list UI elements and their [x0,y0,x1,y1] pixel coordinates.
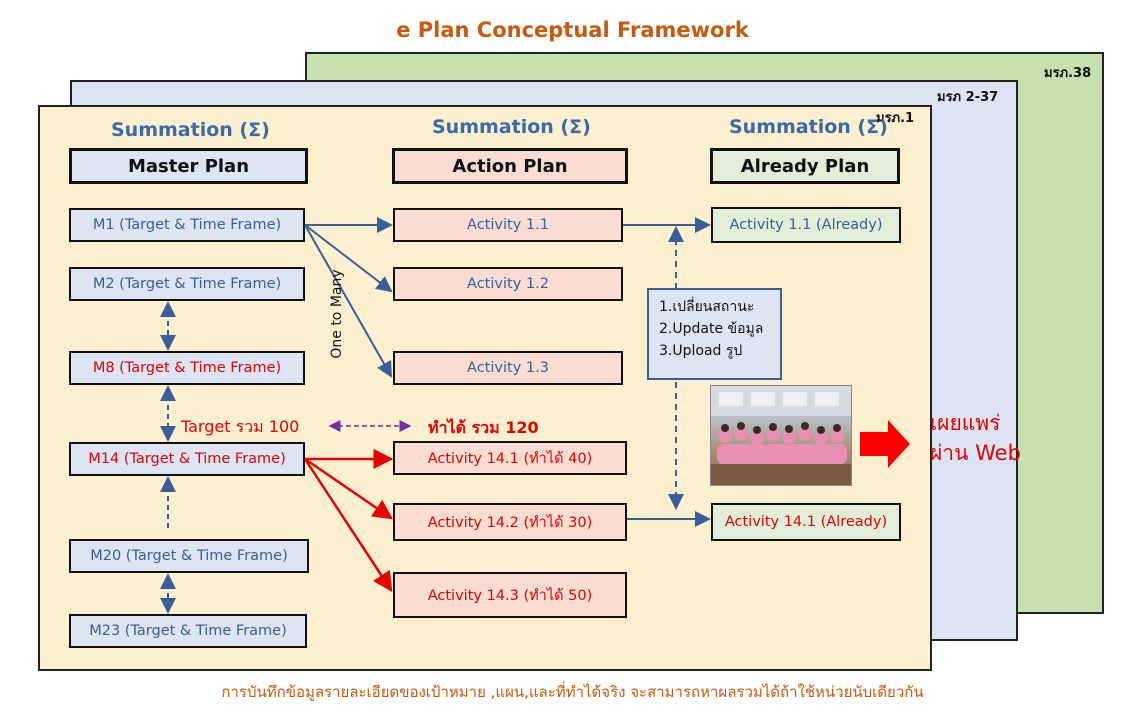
master-item-m20: M20 (Target & Time Frame) [69,539,309,573]
step-change-status: 1.เปลี่ยนสถานะ [659,299,755,315]
action-item-1-1: Activity 1.1 [393,208,623,242]
publish-line-1: เผยแพร่ [930,411,1001,435]
already-summation: Summation (Σ) [729,116,888,138]
action-item-14-2: Activity 14.2 (ทำได้ 30) [393,503,627,541]
master-item-m8: M8 (Target & Time Frame) [69,351,305,385]
arrow-m14-a142 [304,457,394,520]
already-plan-header: Already Plan [710,148,900,184]
publish-line-2: ผ่าน Web [930,441,1021,465]
master-item-m2: M2 (Target & Time Frame) [69,267,305,301]
already-item-14-1: Activity 14.1 (Already) [711,503,901,541]
action-plan-header: Action Plan [392,148,628,184]
update-steps-box: 1.เปลี่ยนสถานะ 2.Update ข้อมูล 3.Upload … [647,288,782,380]
action-item-1-3: Activity 1.3 [393,351,623,385]
master-item-m1: M1 (Target & Time Frame) [69,208,305,242]
one-to-many-label: One to Many [329,269,345,359]
publish-label: เผยแพร่ ผ่าน Web [930,408,1021,468]
arrow-m14-a143 [303,458,393,593]
action-item-14-3: Activity 14.3 (ทำได้ 50) [393,572,627,618]
already-item-1-1: Activity 1.1 (Already) [711,207,901,243]
master-summation: Summation (Σ) [111,119,270,141]
target-total-label: Target รวม 100 [181,417,300,436]
photo-thumbnail [710,385,852,486]
achieved-total-label: ทำได้ รวม 120 [428,418,539,437]
step-upload-photo: 3.Upload รูป [659,343,743,359]
action-item-14-1: Activity 14.1 (ทำได้ 40) [393,441,627,475]
layer-front-label: มรภ.1 [876,111,915,126]
step-update-data: 2.Update ข้อมูล [659,321,764,337]
action-item-1-2: Activity 1.2 [393,267,623,301]
footer-note: การบันทึกข้อมูลรายละเอียดของเป้าหมาย ,แผ… [221,683,924,701]
layer-back-label: มรภ.38 [1044,66,1092,81]
page-title: e Plan Conceptual Framework [396,18,749,42]
master-plan-header: Master Plan [69,148,308,184]
layer-middle-label: มรภ 2-37 [937,90,999,105]
arrow-m1-a12 [304,224,393,293]
master-item-m23: M23 (Target & Time Frame) [69,614,307,648]
action-summation: Summation (Σ) [432,116,591,138]
master-item-m14: M14 (Target & Time Frame) [69,442,305,476]
arrow-m1-a13 [304,224,392,378]
